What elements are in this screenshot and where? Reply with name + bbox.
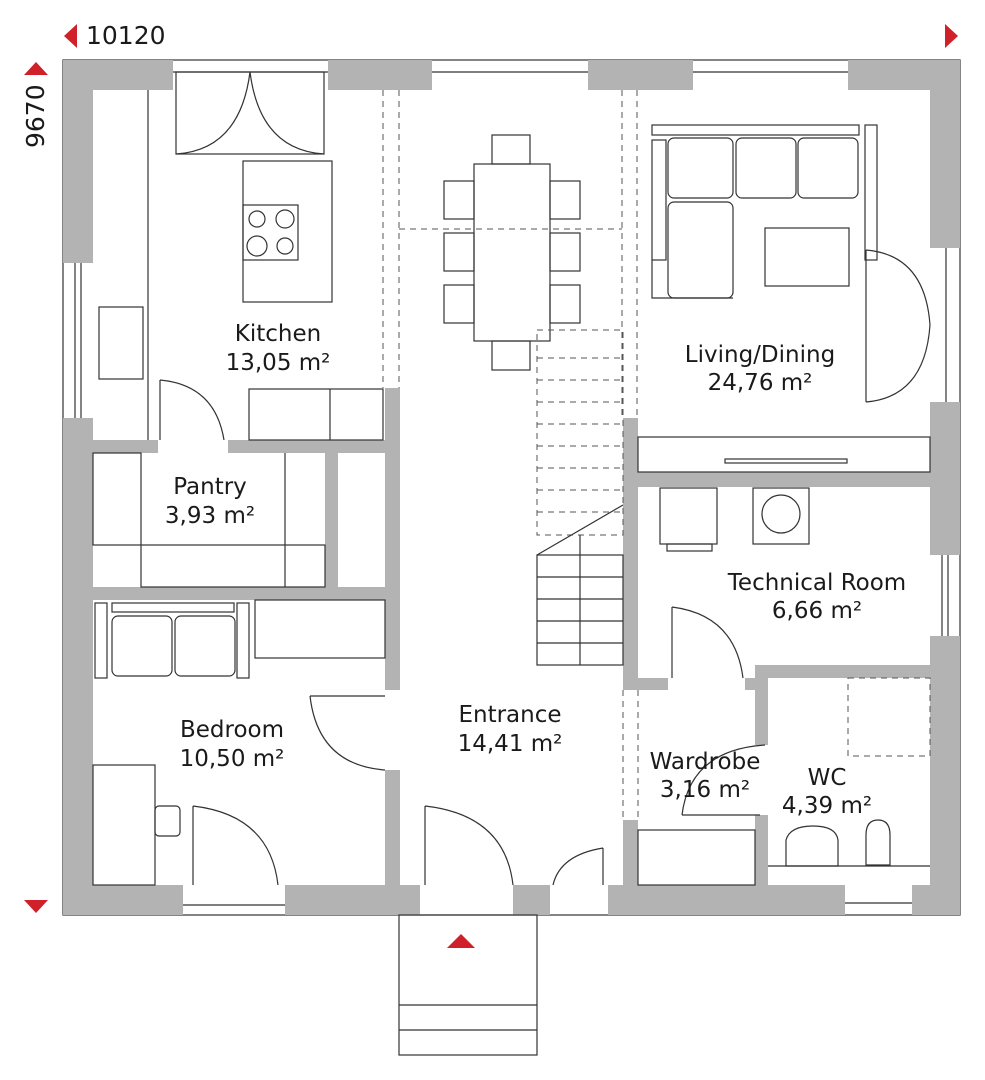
room-name-entrance: Entrance xyxy=(458,702,561,728)
entrance-marker xyxy=(447,934,475,948)
coffee-table xyxy=(764,227,850,287)
front-steps xyxy=(398,914,538,1056)
room-area-bedroom: 10,50 m² xyxy=(180,746,285,772)
toilet-icon xyxy=(865,819,891,866)
cooktop-icon xyxy=(242,204,299,261)
dining-table xyxy=(473,163,551,342)
washing-machine-icon xyxy=(752,487,810,545)
room-area-wardrobe: 3,16 m² xyxy=(660,777,750,803)
room-area-entrance: 14,41 m² xyxy=(458,731,563,757)
arrow-left-marker xyxy=(64,24,77,48)
room-area-wc: 4,39 m² xyxy=(782,793,872,819)
room-name-wc: WC xyxy=(808,765,847,791)
fixtures-furniture xyxy=(92,71,931,1056)
depth-dimension: 9670 xyxy=(21,84,50,148)
room-name-technical-room: Technical Room xyxy=(727,570,906,596)
room-area-pantry: 3,93 m² xyxy=(165,503,255,529)
washbasin-icon xyxy=(785,825,839,867)
arrow-right-marker xyxy=(945,24,958,48)
room-name-pantry: Pantry xyxy=(173,474,247,500)
arrow-up-marker xyxy=(24,62,48,75)
room-name-kitchen: Kitchen xyxy=(235,321,321,347)
room-area-technical-room: 6,66 m² xyxy=(772,598,862,624)
width-dimension: 10120 xyxy=(86,21,166,50)
room-name-living-dining: Living/Dining xyxy=(685,342,835,368)
room-name-wardrobe: Wardrobe xyxy=(650,749,761,775)
room-name-bedroom: Bedroom xyxy=(180,717,284,743)
staircase xyxy=(536,329,624,666)
room-area-kitchen: 13,05 m² xyxy=(226,350,331,376)
walls xyxy=(62,59,961,916)
room-area-living-dining: 24,76 m² xyxy=(708,370,813,396)
kitchen-island xyxy=(242,160,333,303)
arrow-down-marker xyxy=(24,900,48,913)
room-labels: Kitchen 13,05 m² Living/Dining 24,76 m² … xyxy=(165,321,906,819)
sink-icon xyxy=(98,306,144,380)
